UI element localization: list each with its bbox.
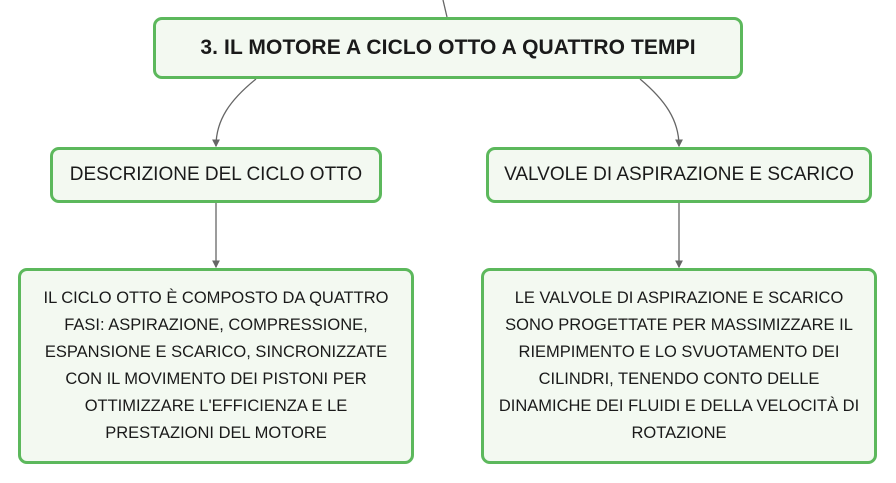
- connector-root-to-left-branch: [212, 78, 257, 148]
- subtopic-node-valvole[interactable]: VALVOLE DI ASPIRAZIONE E SCARICO: [486, 147, 872, 203]
- root-topic-node[interactable]: 3. IL MOTORE A CICLO OTTO A QUATTRO TEMP…: [153, 17, 743, 79]
- detail-text-valvole: LE VALVOLE DI ASPIRAZIONE E SCARICO SONO…: [498, 289, 860, 442]
- detail-node-ciclo-otto[interactable]: IL CICLO OTTO È COMPOSTO DA QUATTRO FASI…: [18, 268, 414, 464]
- root-topic-label: 3. IL MOTORE A CICLO OTTO A QUATTRO TEMP…: [200, 36, 696, 59]
- detail-text-ciclo-otto: IL CICLO OTTO È COMPOSTO DA QUATTRO FASI…: [43, 289, 389, 442]
- subtopic-node-ciclo-otto[interactable]: DESCRIZIONE DEL CICLO OTTO: [50, 147, 382, 203]
- incoming-connector: [442, 0, 448, 18]
- subtopic-label-valvole: VALVOLE DI ASPIRAZIONE E SCARICO: [504, 164, 854, 185]
- detail-node-valvole[interactable]: LE VALVOLE DI ASPIRAZIONE E SCARICO SONO…: [481, 268, 877, 464]
- subtopic-label-ciclo-otto: DESCRIZIONE DEL CICLO OTTO: [69, 164, 363, 185]
- connector-root-to-right-branch: [639, 78, 683, 148]
